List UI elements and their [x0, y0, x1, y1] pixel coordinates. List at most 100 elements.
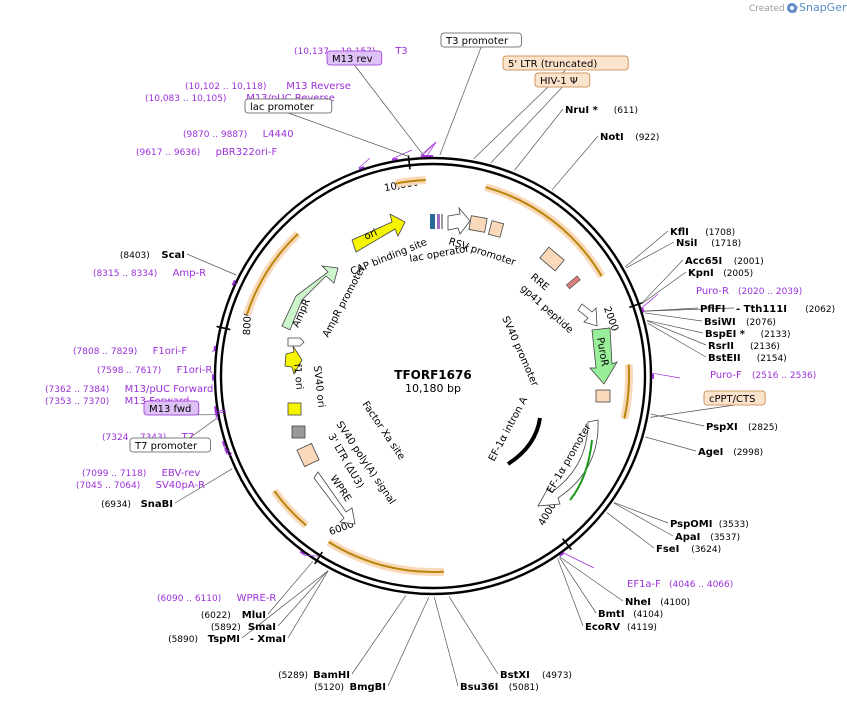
- enzyme-name: BamHI: [313, 670, 350, 681]
- leader-line: [514, 108, 564, 171]
- sv40-polya-box: [291, 425, 306, 439]
- wpre-arrow: [313, 471, 356, 525]
- ampr-promoter-arrow: [287, 337, 305, 347]
- primer-name: WPRE-R: [237, 593, 277, 604]
- ori-arrow: [351, 213, 406, 253]
- leader-line: [223, 446, 233, 455]
- enzyme-name: SmaI: [248, 622, 276, 633]
- primer-label: Puro-F(2516 .. 2536): [710, 370, 816, 381]
- enzyme-name: PflFI: [700, 304, 725, 315]
- leader-line: [551, 135, 599, 191]
- gp41-box: [565, 275, 581, 290]
- enzyme-label: BmgBI(5120): [314, 682, 386, 693]
- enzyme-label: Bsu36I(5081): [460, 682, 539, 693]
- watermark-prefix: Created by: [749, 4, 799, 14]
- leader-line: [614, 502, 669, 524]
- primer-name: Puro-F: [710, 370, 742, 381]
- primer-range: (10,102 .. 10,118): [185, 82, 266, 92]
- primer-range: (6090 .. 6110): [157, 594, 221, 604]
- feat-sv40ori-label: SV40 ori: [311, 365, 326, 408]
- boxed-feature-text: HIV-1 Ψ: [540, 76, 578, 87]
- outer-orange-features: [243, 176, 633, 576]
- primer-range: (10,083 .. 10,105): [145, 94, 226, 104]
- orange-feature-core: [273, 490, 307, 527]
- primer-range: (7099 .. 7118): [82, 469, 146, 479]
- leader-line: [624, 230, 669, 268]
- primer-label: (7598 .. 7617)F1ori-R: [97, 365, 212, 376]
- enzyme-position: (2062): [805, 305, 835, 315]
- tick-mark: [629, 301, 643, 309]
- primer-range: (4046 .. 4066): [669, 580, 733, 590]
- enzyme-position: (3624): [691, 545, 721, 555]
- plasmid-name: TFORF1676: [394, 368, 471, 382]
- enzyme-position: (2154): [757, 354, 787, 364]
- leader-line: [387, 596, 430, 687]
- enzyme-name: PspXI: [706, 422, 738, 433]
- enzyme-label: BspEI *(2133): [705, 329, 791, 340]
- primer-mark: [641, 306, 645, 313]
- enzyme-name: Acc65I: [685, 256, 722, 267]
- enzyme-position: (3537): [710, 533, 740, 543]
- enzyme-name: TspMI: [208, 634, 240, 645]
- enzyme-label: Acc65I (2001): [685, 256, 764, 267]
- inner-features: [281, 206, 618, 525]
- primer-name: F1ori-F: [153, 346, 188, 357]
- enzyme-name: ScaI: [161, 250, 185, 261]
- leader-line: [391, 149, 413, 160]
- primer-mark: [214, 411, 218, 417]
- ltr5-box: [468, 215, 488, 233]
- enzyme-name: AgeI: [698, 447, 723, 458]
- enzyme-position: (4973): [542, 671, 572, 681]
- leader-line: [351, 595, 407, 675]
- primer-label: Puro-R(2020 .. 2039): [696, 286, 802, 297]
- leader-line: [559, 556, 624, 602]
- feat-f1ori-label: f1 ori: [291, 363, 305, 390]
- enzyme-position: (5081): [509, 683, 539, 693]
- leader-line: [641, 259, 684, 304]
- leader-line: [241, 570, 329, 639]
- enzyme-name: - XmaI: [250, 634, 286, 645]
- orange-feature-core: [623, 364, 630, 419]
- enzyme-position: (2076): [746, 318, 776, 328]
- enzyme-position: (2001): [734, 257, 764, 267]
- leader-lines: [169, 46, 735, 687]
- leader-line: [644, 312, 703, 322]
- primer-mark: [231, 279, 236, 286]
- primer-label: (7808 .. 7829)F1ori-F: [73, 346, 187, 357]
- leader-line: [277, 570, 329, 627]
- enzyme-name: NotI: [600, 132, 624, 143]
- snapgene-logo-icon: [787, 3, 797, 13]
- enzyme-label: MluI(6022): [201, 610, 266, 621]
- enzyme-name: BstEII: [708, 353, 741, 364]
- tick-mark: [216, 325, 231, 331]
- f1-ori-arrow: [284, 345, 303, 376]
- leader-line: [448, 596, 499, 675]
- primer-mark: [559, 551, 565, 557]
- enzyme-label: FseI (3624): [656, 544, 721, 555]
- leader-line: [650, 404, 735, 418]
- sv40-promoter-arrow: [577, 303, 598, 327]
- primer-name: Puro-R: [696, 286, 729, 297]
- enzyme-label: NheI(4100): [625, 597, 690, 608]
- leader-line: [439, 46, 482, 156]
- primer-name: M13/pUC Forward: [125, 384, 214, 395]
- enzyme-name: NsiI: [676, 238, 697, 249]
- leader-line: [645, 436, 697, 452]
- orange-feature-core: [245, 233, 299, 316]
- enzyme-label: NruI *(611): [565, 105, 638, 116]
- enzyme-label: TspMI(5890): [168, 634, 240, 645]
- leader-line: [564, 553, 595, 569]
- enzyme-label: NotI(922): [600, 132, 659, 143]
- primer-range: (9617 .. 9636): [136, 148, 200, 158]
- boxed-feature-label: T7 promoter: [129, 437, 211, 453]
- enzyme-name: MluI: [242, 610, 266, 621]
- primer-label: (10,083 .. 10,105)M13/pUC Reverse: [145, 93, 335, 104]
- boxed-feature-label: M13 fwd: [143, 400, 200, 416]
- leader-line: [644, 307, 735, 312]
- enzyme-label: - Tth111I(2062): [736, 304, 835, 315]
- enzyme-position: (2133): [761, 330, 791, 340]
- feat-factor-xa-label: Factor Xa site: [360, 400, 407, 463]
- primer-label: (6090 .. 6110) WPRE-R: [157, 593, 276, 604]
- enzyme-name: FseI: [656, 544, 679, 555]
